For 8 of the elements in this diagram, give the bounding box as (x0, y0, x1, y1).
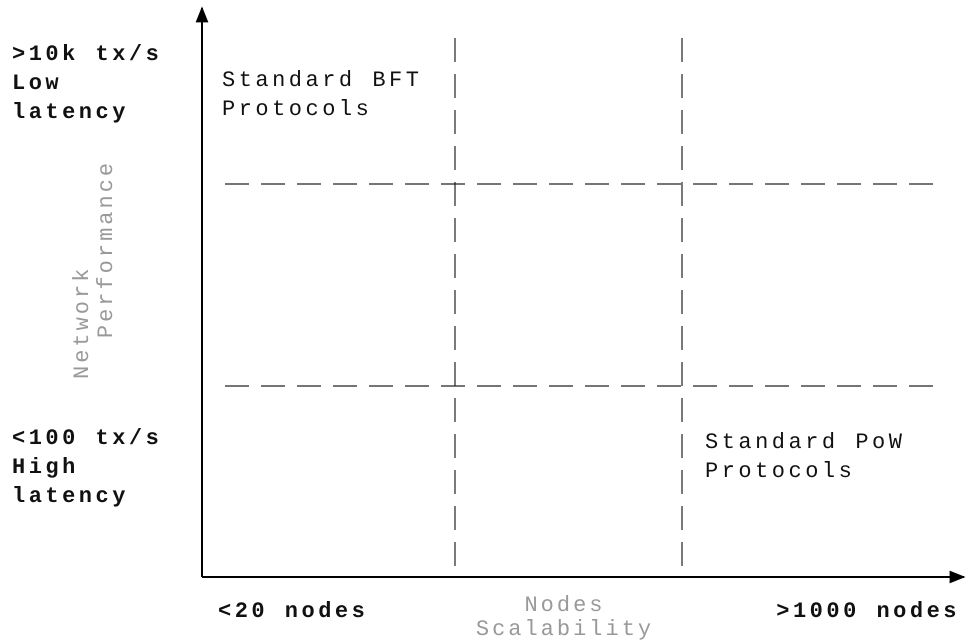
axis-label: <100 tx/s High latency (12, 425, 164, 511)
region-label: Standard BFT Protocols (222, 67, 424, 124)
axis-label: >10k tx/s Low latency (12, 41, 164, 127)
axis-label: >1000 nodes (775, 598, 960, 626)
axis-title: Network Performance (71, 158, 119, 379)
axis-label: <20 nodes (218, 598, 370, 626)
region-label: Standard PoW Protocols (705, 429, 906, 486)
axis-title: Nodes Scalability (474, 594, 656, 642)
